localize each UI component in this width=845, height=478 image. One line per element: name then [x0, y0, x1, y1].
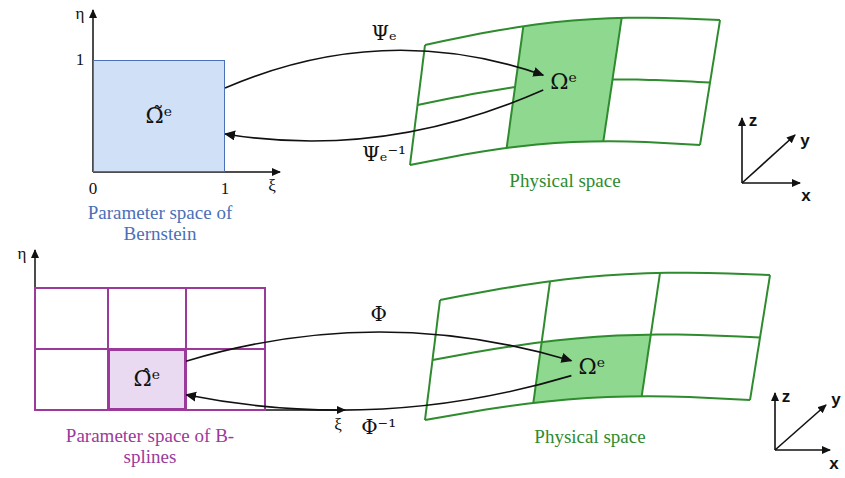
tick-label: 1: [76, 51, 85, 70]
element-label: Ωᵉ: [550, 70, 577, 94]
physical-element: Ωᵉ: [543, 65, 584, 98]
surface-line: [440, 273, 770, 300]
bernstein-element: Ω̃ᵉ: [93, 60, 225, 172]
axis-label: ξ: [334, 416, 342, 435]
axis-label: x: [829, 455, 838, 474]
axis-label: η: [18, 245, 27, 264]
element-cell: [533, 335, 651, 403]
axis-label: η: [76, 5, 85, 24]
mapping-label: Φ: [367, 303, 389, 325]
mapping-label: Φ⁻¹: [358, 416, 399, 438]
physical-surface: [410, 18, 720, 165]
mapping-arrow: [225, 50, 543, 88]
surface-line: [418, 87, 516, 105]
space-caption: Physical space: [534, 427, 645, 448]
element-label: Ω̃ᵉ: [146, 104, 173, 128]
element-cell: [507, 18, 622, 148]
axis-label: x: [801, 187, 810, 206]
space-caption: Physical space: [509, 171, 620, 192]
axis-label: z: [749, 112, 758, 131]
mapping-label: Ψₑ⁻¹: [359, 143, 409, 165]
bspline-element: Ω̂ᵉ: [108, 349, 186, 410]
tick-label: 0: [89, 180, 98, 199]
element-label: Ωᵉ: [578, 355, 605, 379]
space-caption: Parameter space of Bernstein: [68, 203, 253, 245]
axis-label: y: [800, 132, 809, 151]
axis-label: z: [782, 388, 791, 407]
surface-line: [410, 141, 700, 165]
surface-line: [613, 80, 711, 83]
element-label: Ω̂ᵉ: [134, 367, 161, 391]
mapping-arrow: [186, 376, 571, 411]
space-caption: Parameter space of B-splines: [43, 426, 258, 468]
mapping-label: Ψₑ: [368, 22, 399, 44]
physical-element: Ωᵉ: [571, 351, 612, 384]
axis-label: ξ: [268, 177, 276, 196]
tick-label: 1: [221, 180, 230, 199]
mapping-arrow: [225, 90, 543, 141]
mapping-arrow: [186, 332, 571, 361]
surface-line: [425, 18, 720, 45]
axis-label: y: [831, 391, 840, 410]
surface-line: [425, 396, 750, 420]
